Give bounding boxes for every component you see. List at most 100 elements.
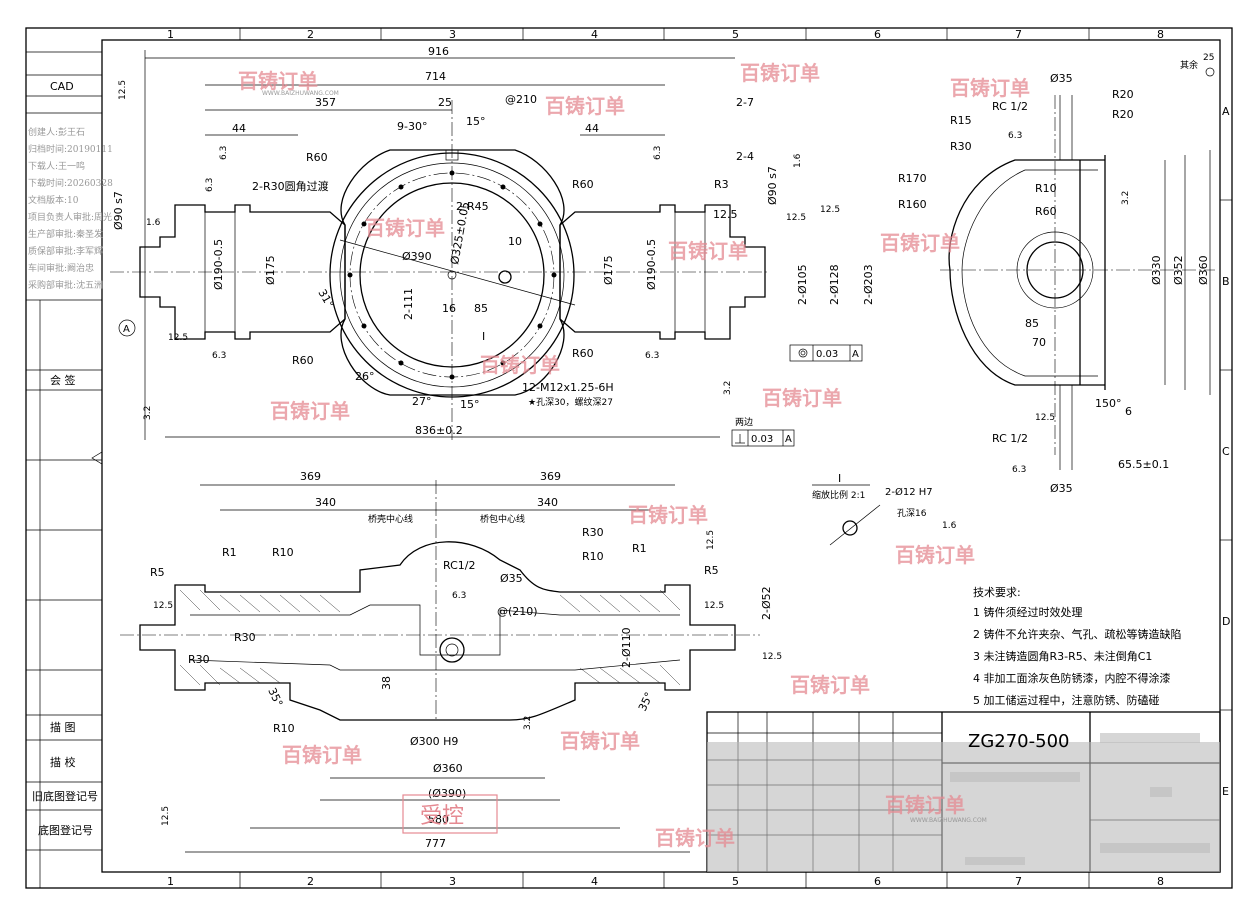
dimension-label: 桥壳中心线 — [368, 513, 413, 525]
dimension-label: R5 — [150, 566, 165, 579]
dimension-label: 85 — [474, 302, 488, 315]
dimension-label: 26° — [355, 370, 375, 383]
dimension-label: 12.5 — [706, 530, 716, 550]
dimension-label: 百铸订单 — [545, 94, 625, 118]
dimension-label: (Ø390) — [428, 787, 466, 800]
dimension-label: R30 — [188, 653, 210, 666]
dimension-label: 百铸订单 — [762, 386, 842, 410]
dimension-label: 150° — [1095, 397, 1122, 410]
dimension-label: Ø330 — [1150, 255, 1163, 285]
dimension-label: 3 未注铸造圆角R3-R5、未注倒角C1 — [973, 649, 1152, 663]
bolt-holes — [347, 170, 557, 380]
dimension-label: Ø90 s7 — [112, 191, 125, 230]
coaxiality-frame — [789, 344, 863, 362]
perpendicularity-frame — [731, 429, 795, 447]
dimension-label: B — [1222, 275, 1230, 288]
dimension-label: E — [1222, 785, 1229, 798]
dimension-label: 其余 — [1180, 59, 1198, 71]
dimension-label: 描 图 — [50, 720, 76, 734]
dimension-label: 创建人:彭王石 — [28, 126, 85, 138]
dimension-label: 1.6 — [942, 521, 957, 531]
dimension-label: 1 — [167, 875, 174, 888]
datum-a-marker — [118, 319, 136, 337]
dimension-label: R30 — [582, 526, 604, 539]
detail-view: I 缩放比例 2:1 2-Ø12 H7 孔深16 1.6 — [812, 472, 957, 546]
drawing-line — [339, 162, 565, 388]
dimension-label: 9-30° — [397, 120, 427, 133]
dimension-label: 12.5 — [762, 652, 782, 662]
dimension-label: 采购部审批:沈五洲 — [28, 279, 103, 291]
dimension-label: 4 非加工面涂灰色防锈漆，内腔不得涂漆 — [973, 671, 1171, 685]
dimension-label: 12.5 — [168, 333, 188, 343]
material-label: ZG270-500 — [968, 731, 1070, 752]
dimension-label: R30 — [234, 631, 256, 644]
dimension-label: 6.3 — [212, 351, 226, 361]
dimension-label: 两边 — [735, 417, 753, 428]
dimension-label: 质保部审批:李军辉 — [28, 245, 103, 257]
drawing-line — [1016, 231, 1094, 309]
dimension-label: 7 — [1015, 875, 1022, 888]
zone-ruler — [239, 28, 1232, 888]
drawing-line — [449, 170, 455, 176]
dimension-label: Ø35 — [500, 572, 523, 585]
dimension-label: 369 — [300, 470, 321, 483]
drawing-line — [537, 323, 543, 329]
dimension-label: C — [1222, 445, 1230, 458]
dimension-label: Ø300 H9 — [410, 735, 458, 748]
dimension-label: 12.5 — [704, 601, 724, 611]
dimension-label: 8 — [1157, 28, 1164, 41]
dimension-label: 3.2 — [523, 716, 533, 730]
dimension-label: R20 — [1112, 88, 1134, 101]
dimension-label: 百铸订单 — [740, 61, 820, 85]
drawing-line — [1205, 67, 1215, 77]
dimension-label: 65.5±0.1 — [1118, 458, 1169, 471]
dimension-label: 7 — [1015, 28, 1022, 41]
dimension-label: Ø352 — [1172, 255, 1185, 285]
dimension-label: 孔深16 — [897, 508, 927, 519]
dimension-label: I — [482, 330, 485, 343]
dimension-label: RC 1/2 — [992, 100, 1028, 113]
drawing-line — [1100, 843, 1210, 853]
drawing-line — [948, 159, 1105, 386]
dimension-label: 10 — [508, 235, 522, 248]
dimension-label: 下载时间:20260328 — [28, 177, 113, 189]
dimension-label: 文档版本:10 — [28, 194, 79, 206]
dimension-label: 百铸订单 — [365, 216, 445, 240]
dimension-label: R10 — [272, 546, 294, 559]
sidebar: CAD 创建人:彭王石 归档时间:20190111 下载人:王一鸣 下载时间:2… — [26, 51, 113, 888]
dimension-label: 百铸订单 — [480, 353, 560, 377]
dimension-label: 340 — [537, 496, 558, 509]
drawing-line — [965, 857, 1025, 865]
dimension-label: 2-Ø203 — [862, 264, 875, 305]
drawing-line — [439, 637, 465, 663]
dimension-label: 1.6 — [146, 218, 161, 228]
dimension-label: 16 — [442, 302, 456, 315]
drawing-line — [340, 149, 565, 396]
dimension-label: 5 — [732, 28, 739, 41]
dimension-label: 3.2 — [143, 406, 153, 420]
dimension-label: 百铸订单 — [628, 503, 708, 527]
dimension-label: 2-4 — [736, 150, 754, 163]
dimension-label: WWW.BAIZHUWANG.COM — [262, 90, 339, 97]
dimension-label: 2-Ø105 — [796, 264, 809, 305]
dimension-label: RC 1/2 — [992, 432, 1028, 445]
dimension-label: A — [1222, 105, 1230, 118]
dimension-label: Ø360 — [1197, 255, 1210, 285]
dimension-label: I — [838, 472, 841, 485]
dimension-label: 4 — [591, 28, 598, 41]
section-view: 369 369 340 340 桥壳中心线 桥包中心线 R1 R10 R30 R… — [120, 470, 782, 853]
dimension-label: R60 — [292, 354, 314, 367]
dimension-label: 357 — [315, 96, 336, 109]
dimension-label: 下载人:王一鸣 — [28, 160, 85, 172]
dimension-label: Ø90 s7 — [766, 166, 779, 205]
drawing-line — [329, 152, 575, 398]
dimension-label: R60 — [572, 347, 594, 360]
dimension-label: 6 — [874, 28, 881, 41]
dimension-label: 916 — [428, 45, 449, 58]
dimension-label: 百铸订单 — [895, 543, 975, 567]
dimension-label: R170 — [898, 172, 927, 185]
drawing-line — [347, 272, 353, 278]
drawing-line — [339, 239, 576, 306]
dimension-label: 15° — [460, 398, 480, 411]
